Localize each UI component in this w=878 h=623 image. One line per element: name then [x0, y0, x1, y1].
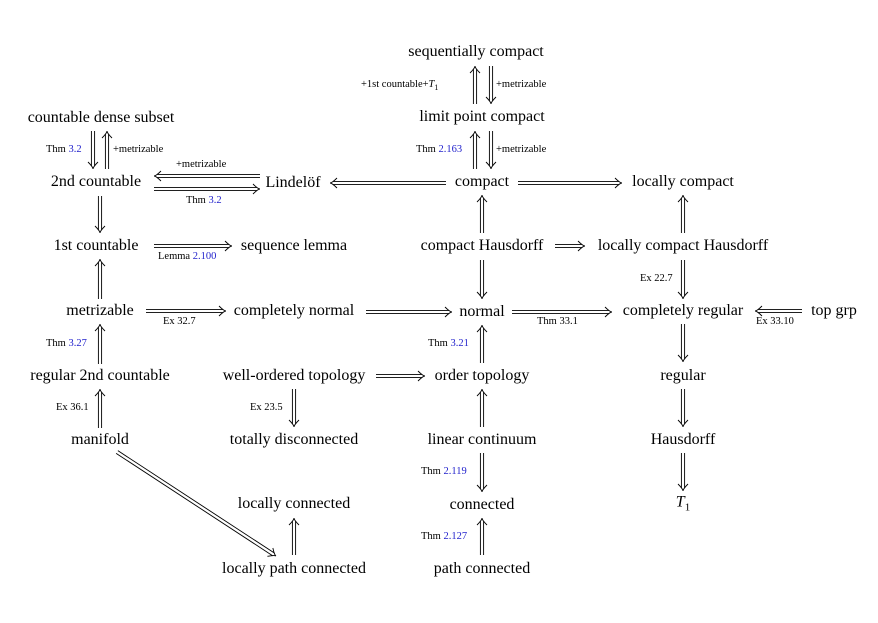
- arrow-compact-to-locally-compact: [518, 177, 623, 189]
- arrow-lpc-to-compact: [485, 131, 497, 170]
- node-sequence-lemma: sequence lemma: [240, 237, 348, 254]
- arrow-compact-to-lpc: [469, 130, 481, 169]
- label-cds-2c-left: Thm 3.2: [46, 144, 82, 155]
- node-locally-path-connected: locally path connected: [222, 560, 366, 577]
- label-cds-2c-right: +metrizable: [113, 144, 164, 155]
- node-2nd-countable: 2nd countable: [50, 173, 142, 190]
- node-path-connected: path connected: [433, 560, 531, 577]
- label-wo-td: Ex 23.5: [250, 402, 283, 413]
- node-locally-compact: locally compact: [632, 173, 734, 190]
- node-linear-continuum: linear continuum: [427, 431, 537, 448]
- arrow-lindelof-to-2c: [153, 170, 260, 182]
- arrow-lc-to-connected: [476, 453, 488, 493]
- label-normal-cr: Thm 33.1: [537, 316, 578, 327]
- label-seq-lpc-left: +1st countable+T1: [361, 79, 439, 93]
- arrow-compact-hausdorff-to-normal: [476, 260, 488, 300]
- arrow-2c-to-lindelof: [154, 183, 261, 195]
- label-manifold-r2c: Ex 36.1: [56, 402, 89, 413]
- arrow-wo-to-order: [376, 370, 426, 382]
- label-1c-seqlemma: Lemma 2.100: [158, 251, 217, 262]
- t1-subscript: 1: [684, 501, 691, 514]
- label-topgrp-cr: Ex 33.10: [756, 316, 794, 327]
- arrow-compact-hausdorff-to-compact: [476, 194, 488, 233]
- arrow-order-to-normal: [476, 324, 488, 363]
- arrow-2c-to-1c: [94, 196, 106, 234]
- arrow-normal-to-cr: [512, 306, 613, 318]
- node-top-grp: top grp: [811, 302, 857, 319]
- label-lpc-compact-right: +metrizable: [496, 144, 547, 155]
- arrow-lch-to-cr: [677, 260, 689, 300]
- node-lindelof: Lindelöf: [265, 174, 321, 191]
- node-locally-connected: locally connected: [237, 495, 351, 512]
- arrow-manifold-to-r2c: [94, 388, 106, 428]
- t1-letter: T: [675, 493, 685, 511]
- node-well-ordered-topology: well-ordered topology: [222, 367, 366, 384]
- node-sequentially-compact: sequentially compact: [408, 43, 544, 60]
- arrow-seq-to-lpc: [485, 66, 497, 105]
- label-r2c-metrizable: Thm 3.27: [46, 338, 87, 349]
- node-completely-regular: completely regular: [622, 302, 744, 319]
- arrow-lpc-to-seq: [469, 65, 481, 104]
- label-seq-lpc-right: +metrizable: [496, 79, 547, 90]
- arrow-cds-to-2c: [101, 130, 113, 169]
- label-lpc-compact-left: Thm 2.163: [416, 144, 463, 155]
- arrow-wo-to-td: [288, 389, 300, 428]
- node-limit-point-compact: limit point compact: [419, 108, 545, 125]
- node-compact: compact: [454, 173, 510, 190]
- node-hausdorff: Hausdorff: [650, 431, 716, 448]
- node-regular: regular: [660, 367, 706, 384]
- arrow-lpc-to-locally-connected: [288, 517, 300, 555]
- node-t1: T1: [676, 493, 690, 516]
- node-order-topology: order topology: [434, 367, 530, 384]
- arrow-ch-to-lch: [555, 240, 586, 252]
- node-compact-hausdorff: compact Hausdorff: [420, 237, 544, 254]
- label-metrizable-cn: Ex 32.7: [163, 316, 196, 327]
- arrow-regular-to-hausdorff: [677, 389, 689, 428]
- node-countable-dense-subset: countable dense subset: [27, 109, 175, 126]
- label-order-normal: Thm 3.21: [428, 338, 469, 349]
- label-lindelof-2c-top: +metrizable: [176, 159, 227, 170]
- node-locally-compact-hausdorff: locally compact Hausdorff: [597, 237, 769, 254]
- node-manifold: manifold: [71, 431, 129, 448]
- node-regular-2nd-countable: regular 2nd countable: [30, 367, 170, 384]
- arrow-lc-to-order: [476, 388, 488, 427]
- arrow-cr-to-regular: [677, 324, 689, 363]
- node-totally-disconnected: totally disconnected: [229, 431, 359, 448]
- node-completely-normal: completely normal: [233, 302, 355, 319]
- arrow-1c-to-seq-lemma: [154, 240, 233, 252]
- arrow-metrizable-to-1c: [94, 258, 106, 299]
- node-metrizable: metrizable: [66, 302, 134, 319]
- arrow-metrizable-to-cn: [146, 305, 227, 317]
- arrow-pc-to-connected: [476, 517, 488, 555]
- arrow-manifold-to-lpc: [115, 450, 277, 557]
- label-pc-connected: Thm 2.127: [421, 531, 468, 542]
- arrow-cn-to-normal: [366, 306, 453, 318]
- arrow-hausdorff-to-t1: [677, 453, 689, 492]
- node-connected: connected: [449, 496, 515, 513]
- node-1st-countable: 1st countable: [53, 237, 139, 254]
- label-2c-lindelof-bottom: Thm 3.2: [186, 195, 222, 206]
- arrow-lch-to-locally-compact: [677, 194, 689, 233]
- arrow-compact-to-lindelof: [329, 177, 446, 189]
- label-lch-cr: Ex 22.7: [640, 273, 673, 284]
- arrow-topgrp-to-cr: [754, 305, 802, 317]
- arrow-r2c-to-metrizable: [94, 323, 106, 364]
- arrow-2c-to-cds: [87, 131, 99, 170]
- label-lc-connected: Thm 2.119: [421, 466, 467, 477]
- node-normal: normal: [459, 303, 505, 320]
